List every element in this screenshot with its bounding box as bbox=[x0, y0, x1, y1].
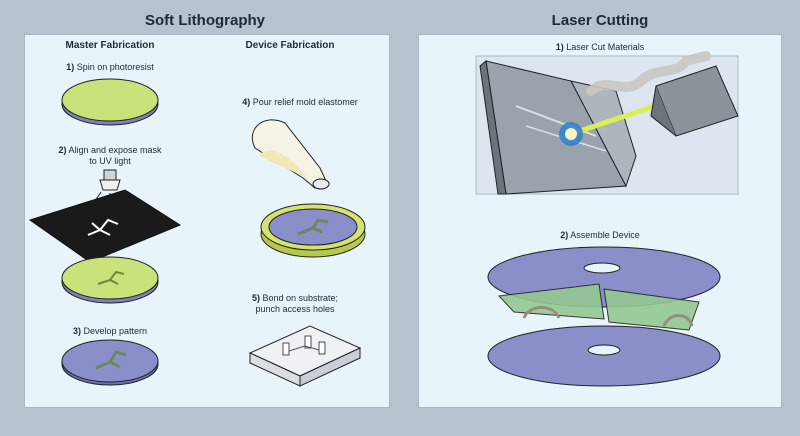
step-3-label: 3) Develop pattern bbox=[72, 326, 148, 336]
step-4-label: 4) Pour relief mold elastomer bbox=[242, 97, 358, 107]
laser-cutting-scene bbox=[475, 51, 739, 195]
device-fabrication-heading: Device Fabrication bbox=[245, 40, 335, 51]
step-2-label: 2) Align and expose mask to UV light bbox=[58, 145, 162, 166]
bonded-device-illustration bbox=[248, 325, 362, 387]
step-1-label: 1) Spin on photoresist bbox=[66, 62, 154, 72]
developed-wafer-illustration bbox=[61, 339, 159, 386]
laser-cutting-title: Laser Cutting bbox=[551, 12, 649, 29]
step-5-label: 5) Bond on substrate; punch access holes bbox=[251, 293, 339, 314]
pdms-dish-illustration bbox=[260, 203, 366, 258]
exposed-wafer-illustration bbox=[61, 256, 159, 304]
photomask-illustration bbox=[28, 189, 182, 263]
pouring-flask-illustration bbox=[251, 119, 330, 190]
laser-step-1-label: 1) Laser Cut Materials bbox=[555, 42, 645, 52]
photoresist-wafer-illustration bbox=[61, 78, 159, 126]
master-fabrication-heading: Master Fabrication bbox=[65, 40, 155, 51]
soft-lithography-title: Soft Lithography bbox=[145, 12, 265, 29]
laser-step-2-label: 2) Assemble Device bbox=[560, 230, 640, 240]
assembled-layers-illustration bbox=[487, 246, 721, 387]
